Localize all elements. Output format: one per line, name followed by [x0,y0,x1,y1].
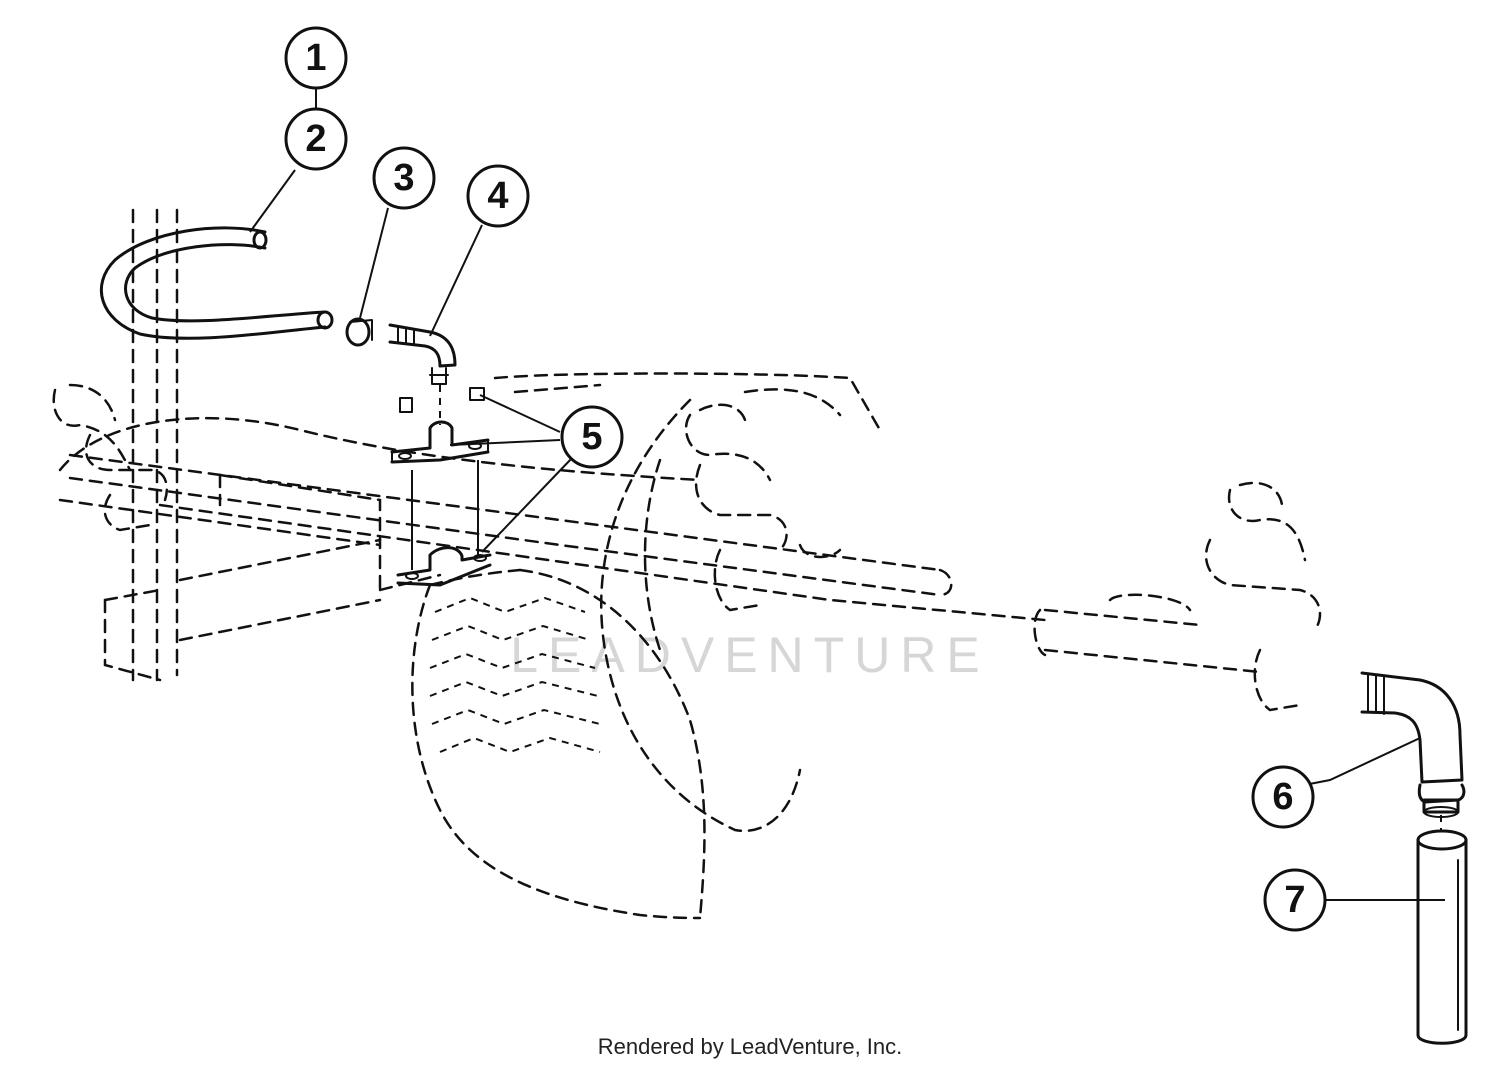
mounting-bracket-lower-part-5 [396,546,492,587]
elbow-fitting-part-4 [388,323,457,385]
callout-5: 5 [560,405,624,469]
hose-part-2 [99,226,334,340]
frame-tube [58,416,1262,674]
tire-outline [411,568,706,920]
callout-label: 7 [1284,879,1305,921]
callout-2: 2 [284,107,348,171]
machine-frame-outline [103,208,882,833]
hose-clamp-part-3 [345,317,373,347]
pipe-part-7 [1416,815,1468,1045]
right-pump-outline [1108,481,1322,712]
callout-label: 5 [581,416,602,458]
callout-label: 1 [305,37,326,79]
mounting-bracket-upper-part-5 [390,387,490,464]
callout-3: 3 [372,146,436,210]
callout-label: 3 [393,157,414,199]
callout-7: 7 [1263,868,1327,932]
callout-label: 6 [1272,776,1293,818]
callout-1: 1 [284,26,348,90]
left-pump-outline [52,383,169,532]
callout-4: 4 [466,164,530,228]
callout-label: 4 [487,175,508,217]
center-pump-outline [684,403,842,612]
callout-6: 6 [1251,765,1315,829]
outlet-elbow-part-6 [1360,671,1466,818]
callout-leaders [249,88,1445,901]
watermark: LEADVENTURE [510,627,990,683]
fastener-alignment-lines [411,385,479,570]
credit-text: Rendered by LeadVenture, Inc. [597,1034,903,1059]
callout-label: 2 [305,118,326,160]
